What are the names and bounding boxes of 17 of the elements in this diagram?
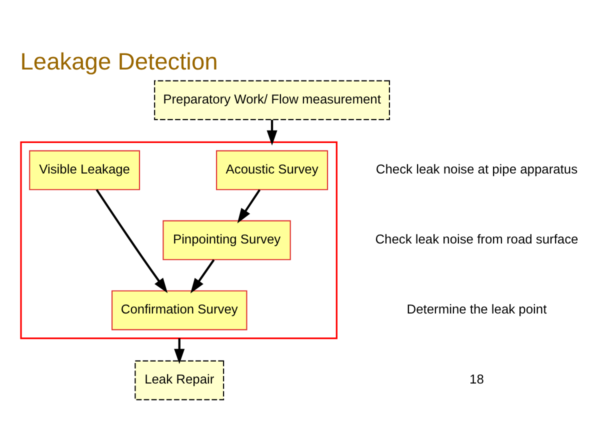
node-box: Leak Repair	[134, 360, 224, 400]
arrow	[237, 188, 261, 223]
arrow	[96, 188, 168, 293]
arrow	[266, 119, 278, 145]
node-box: Acoustic Survey	[216, 150, 328, 190]
label: 18	[470, 371, 484, 386]
arrow	[190, 258, 215, 293]
node-box: Confirmation Survey	[112, 290, 248, 330]
node-box: Visible Leakage	[29, 150, 140, 190]
label: Determine the leak point	[406, 301, 547, 316]
arrow	[174, 338, 185, 364]
label: Check leak noise at pipe apparatus	[376, 161, 578, 176]
node-box: Preparatory Work/ Flow measurement	[154, 80, 390, 120]
node-box: Pinpointing Survey	[162, 220, 291, 260]
cluster	[20, 140, 338, 339]
label: Check leak noise from road surface	[375, 231, 578, 246]
diagram-title: Leakage Detection	[20, 49, 218, 76]
